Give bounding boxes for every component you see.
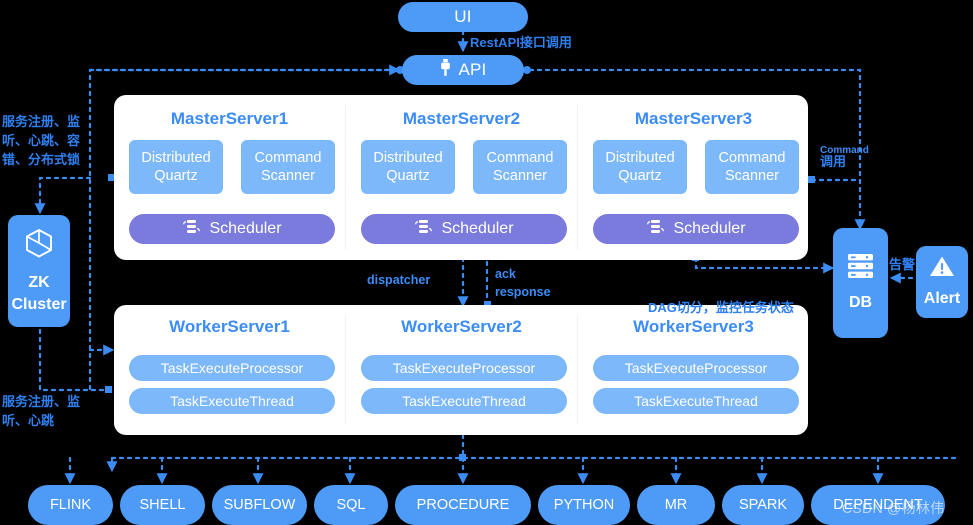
box-line-1: Command [254, 150, 322, 166]
box-line-1: Distributed [605, 150, 675, 166]
worker-server-title: WorkerServer3 [633, 317, 754, 336]
watermark: CSDN @杨林伟 [842, 500, 945, 516]
master-server-title: MasterServer1 [170, 109, 289, 128]
scheduler-label: Scheduler [209, 220, 282, 237]
command-scanner-box[interactable]: Command Scanner [473, 140, 567, 194]
task-pill-procedure[interactable]: PROCEDURE [395, 485, 531, 525]
zk-line-2: Cluster [11, 295, 67, 313]
pill-label: TaskExecuteThread [170, 393, 294, 409]
alert-label: Alert [923, 290, 961, 307]
db-node[interactable]: DB [833, 228, 888, 338]
task-pill-flink[interactable]: FLINK [28, 485, 113, 525]
worker-server-2: WorkerServer2 TaskExecuteProcessor TaskE… [350, 315, 573, 427]
server-rack-icon [847, 253, 874, 285]
task-pill-label: FLINK [49, 497, 92, 513]
ack-label: ack [495, 267, 516, 281]
box-line-1: Distributed [141, 150, 211, 166]
alert-node[interactable]: Alert [916, 246, 968, 318]
scheduler-pill[interactable]: Scheduler [361, 214, 567, 244]
pill-label: TaskExecuteThread [634, 393, 758, 409]
pill-label: TaskExecuteProcessor [160, 360, 304, 376]
box-line-1: Command [718, 150, 786, 166]
master-server-2: MasterServer2 Distributed Quartz Command… [350, 105, 573, 250]
box-line-2: Scanner [724, 168, 779, 184]
task-execute-thread-pill[interactable]: TaskExecuteThread [593, 388, 799, 414]
worker-server-1: WorkerServer1 TaskExecuteProcessor TaskE… [118, 315, 341, 427]
pill-label: TaskExecuteProcessor [392, 360, 536, 376]
zk-line-1: ZK [28, 273, 50, 291]
dag-label: DAG切分，监控任务状态 [648, 300, 794, 315]
distributed-quartz-box[interactable]: Distributed Quartz [129, 140, 223, 194]
task-execute-thread-pill[interactable]: TaskExecuteThread [361, 388, 567, 414]
master-server-3: MasterServer3 Distributed Quartz Command… [582, 105, 805, 250]
box-line-1: Distributed [373, 150, 443, 166]
task-execute-processor-pill[interactable]: TaskExecuteProcessor [593, 355, 799, 381]
box-line-2: Quartz [618, 168, 662, 184]
task-pill-label: SPARK [738, 497, 788, 513]
response-label: response [495, 285, 551, 299]
worker-server-title: WorkerServer2 [401, 317, 522, 336]
ui-label: UI [454, 7, 472, 26]
task-execute-processor-pill[interactable]: TaskExecuteProcessor [361, 355, 567, 381]
master-server-title: MasterServer3 [634, 109, 753, 128]
task-pill-label: DEPENDENT [833, 497, 923, 513]
task-pill-label: SUBFLOW [223, 497, 296, 513]
task-pill-label: MR [664, 497, 688, 513]
ui-node[interactable]: UI [398, 2, 528, 32]
alarm-label: 告警 [889, 257, 916, 272]
scheduler-stack-icon [182, 219, 201, 239]
box-line-2: Quartz [154, 168, 198, 184]
pill-label: TaskExecuteThread [402, 393, 526, 409]
worker-server-3: WorkerServer3 TaskExecuteProcessor TaskE… [582, 315, 805, 427]
task-pill-label: SHELL [139, 497, 186, 513]
scheduler-pill[interactable]: Scheduler [129, 214, 335, 244]
distributed-quartz-box[interactable]: Distributed Quartz [361, 140, 455, 194]
scheduler-label: Scheduler [441, 220, 514, 237]
task-pill-shell[interactable]: SHELL [120, 485, 205, 525]
task-pill-label: SQL [336, 497, 366, 513]
distributed-quartz-box[interactable]: Distributed Quartz [593, 140, 687, 194]
task-pill-label: PYTHON [553, 497, 615, 513]
task-pill-dependent[interactable]: DEPENDENT [811, 485, 945, 525]
task-pill-sql[interactable]: SQL [314, 485, 388, 525]
task-pill-python[interactable]: PYTHON [538, 485, 630, 525]
master-server-1: MasterServer1 Distributed Quartz Command… [118, 105, 341, 250]
scheduler-stack-icon [646, 219, 665, 239]
box-line-1: Command [486, 150, 554, 166]
box-line-2: Quartz [386, 168, 430, 184]
task-pill-subflow[interactable]: SUBFLOW [212, 485, 307, 525]
box-line-2: Scanner [492, 168, 547, 184]
command-en-label: Command [820, 145, 869, 156]
warning-triangle-icon [929, 255, 955, 284]
scheduler-label: Scheduler [673, 220, 746, 237]
usb-plug-icon [439, 59, 452, 81]
command-scanner-box[interactable]: Command Scanner [241, 140, 335, 194]
task-pill-mr[interactable]: MR [637, 485, 715, 525]
dispatcher-label: dispatcher [367, 273, 431, 287]
command-cn-label: 调用 [820, 154, 847, 169]
task-execute-processor-pill[interactable]: TaskExecuteProcessor [129, 355, 335, 381]
scheduler-pill[interactable]: Scheduler [593, 214, 799, 244]
zk-cluster-node[interactable]: ZK Cluster [8, 215, 70, 327]
command-scanner-box[interactable]: Command Scanner [705, 140, 799, 194]
db-label: DB [848, 294, 873, 311]
box-line-2: Scanner [260, 168, 315, 184]
worker-server-title: WorkerServer1 [169, 317, 290, 336]
scheduler-stack-icon [414, 219, 433, 239]
task-pill-label: PROCEDURE [416, 497, 510, 513]
cube-icon [24, 228, 54, 265]
restapi-label: RestAPI接口调用 [470, 35, 572, 50]
api-label: API [458, 60, 487, 79]
master-server-title: MasterServer2 [402, 109, 521, 128]
task-execute-thread-pill[interactable]: TaskExecuteThread [129, 388, 335, 414]
task-pill-spark[interactable]: SPARK [722, 485, 804, 525]
zk-annotation-bottom: 服务注册、监听、心跳 [2, 394, 81, 428]
zk-annotation-top: 服务注册、监听、心跳、容错、分布式锁 [2, 114, 81, 167]
pill-label: TaskExecuteProcessor [624, 360, 768, 376]
api-node[interactable]: API [402, 55, 524, 85]
